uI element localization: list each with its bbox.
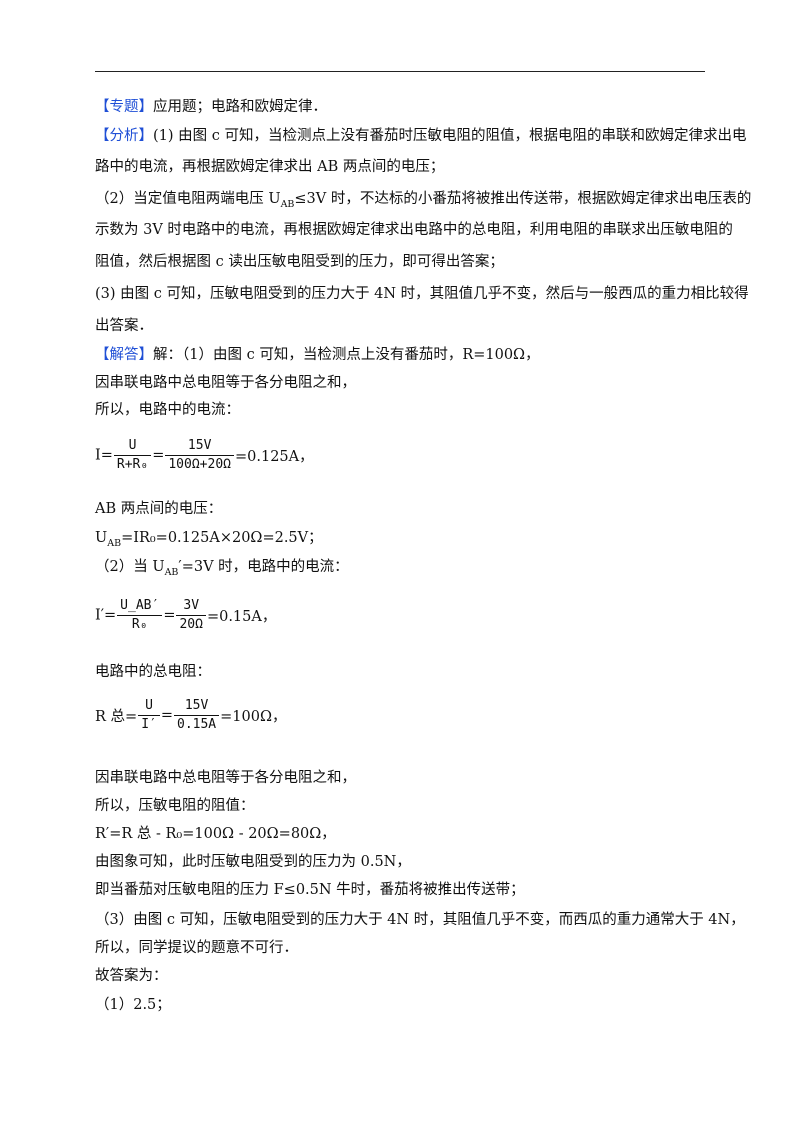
solution-line-8: 因串联电路中总电阻等于各分电阻之和， [95, 770, 356, 786]
analysis-tag: 【分析】 [95, 128, 153, 144]
solution-line-10: R′=R 总 - R₀=100Ω - 20Ω=80Ω， [95, 826, 336, 842]
analysis-line-5: 阻值，然后根据图 c 读出压敏电阻受到的压力，即可得出答案； [95, 254, 504, 270]
analysis-line-4: 示数为 3V 时电路中的电流，再根据欧姆定律求出电路中的总电阻，利用电阻的串联求… [95, 222, 733, 238]
topic-tag: 【专题】 [95, 99, 153, 115]
solution-line-11: 由图象可知，此时压敏电阻受到的压力为 0.5N， [95, 854, 411, 870]
solution-line-7: 电路中的总电阻： [95, 664, 211, 680]
solution-line-13: （3）由图 c 可知，压敏电阻受到的压力大于 4N 时，其阻值几乎不变，而西瓜的… [95, 912, 745, 928]
solution-line-9: 所以，压敏电阻的阻值： [95, 798, 255, 814]
analysis-line-1: 【分析】(1) 由图 c 可知，当检测点上没有番茄时压敏电阻的阻值，根据电阻的串… [95, 128, 747, 144]
fraction-uab-over-r0: U_AB′R₀ [117, 597, 163, 634]
solution-line-12: 即当番茄对压敏电阻的压力 F≤0.5N 牛时，番茄将被推出传送带； [95, 882, 525, 898]
solution-line-16: （1）2.5； [95, 997, 171, 1013]
solution-line-3: 所以，电路中的电流： [95, 402, 240, 418]
analysis-line-3: （2）当定值电阻两端电压 UAB≤3V 时，不达标的小番茄将被推出传送带，根据欧… [95, 191, 752, 210]
solution-tag: 【解答】 [95, 347, 153, 363]
solution-line-5: UAB=IR₀=0.125A×20Ω=2.5V； [95, 530, 323, 549]
solution-line-4: AB 两点间的电压： [95, 501, 223, 517]
topic-text: 应用题；电路和欧姆定律． [153, 99, 327, 115]
analysis-line-6: (3) 由图 c 可知，压敏电阻受到的压力大于 4N 时，其阻值几乎不变，然后与… [95, 286, 749, 302]
analysis-line-2: 路中的电流，再根据欧姆定律求出 AB 两点间的电压； [95, 159, 445, 175]
topic-line: 【专题】应用题；电路和欧姆定律． [95, 97, 327, 117]
header-rule [95, 71, 705, 72]
solution-line-15: 故答案为： [95, 968, 168, 984]
analysis-line-7: 出答案． [95, 318, 153, 334]
solution-line-2: 因串联电路中总电阻等于各分电阻之和， [95, 375, 356, 391]
solution-line-6: （2）当 UAB′=3V 时，电路中的电流： [95, 559, 349, 578]
solution-line-1: 【解答】解：（1）由图 c 可知，当检测点上没有番茄时，R=100Ω， [95, 347, 540, 363]
solution-line-14: 所以，同学提议的题意不可行． [95, 940, 298, 956]
